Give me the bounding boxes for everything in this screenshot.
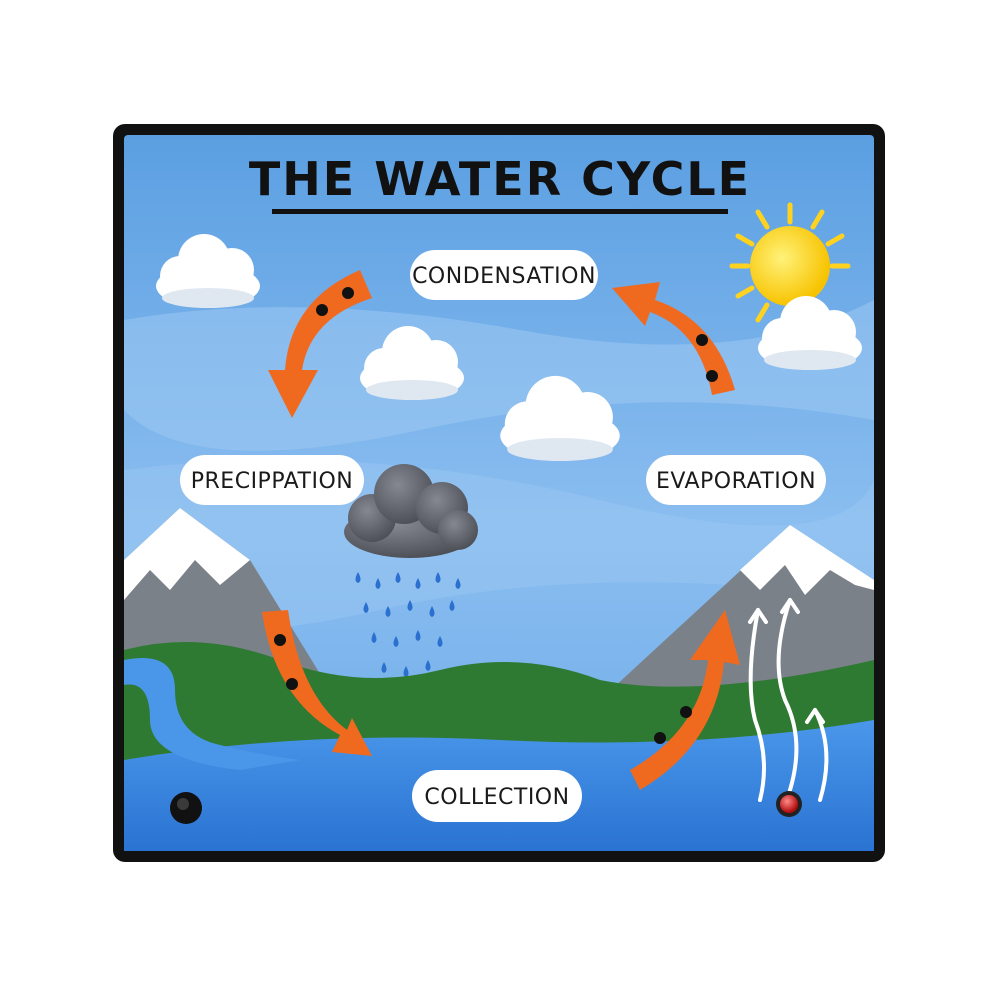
label-collection: COLLECTION: [412, 770, 582, 822]
label-evaporation-text: EVAPORATION: [656, 469, 816, 494]
raindrop-icon: [355, 572, 461, 711]
bolt-icon: [654, 732, 666, 744]
bolt-icon: [286, 678, 298, 690]
arrow-precipitation-to-collection: [262, 610, 372, 756]
sun-icon: [729, 202, 851, 323]
label-condensation: CONDENSATION: [410, 250, 598, 300]
bolt-icon: [274, 634, 286, 646]
bolt-icon: [680, 706, 692, 718]
label-condensation-text: CONDENSATION: [412, 264, 596, 289]
label-collection-text: COLLECTION: [424, 785, 569, 810]
indicator-light-icon: [776, 791, 802, 817]
push-button-icon[interactable]: [170, 792, 202, 824]
river: [124, 658, 300, 770]
bolt-icon: [706, 370, 718, 382]
storm-cloud-icon: [344, 464, 478, 558]
arrow-evaporation-to-condensation: [612, 282, 735, 395]
bolt-icon: [696, 334, 708, 346]
arrow-condensation-to-precipitation: [268, 270, 372, 418]
arrow-collection-to-evaporation: [630, 610, 740, 790]
diagram-title: THE WATER CYCLE: [249, 152, 751, 206]
vapor-arrow-icon: [748, 598, 829, 802]
bolt-icon: [316, 304, 328, 316]
label-precipitation: PRECIPPATION: [180, 455, 364, 505]
label-precipitation-text: PRECIPPATION: [191, 469, 353, 494]
title-underline: [272, 209, 728, 214]
right-mountain: [600, 525, 874, 720]
label-evaporation: EVAPORATION: [646, 455, 826, 505]
bolt-icon: [342, 287, 354, 299]
